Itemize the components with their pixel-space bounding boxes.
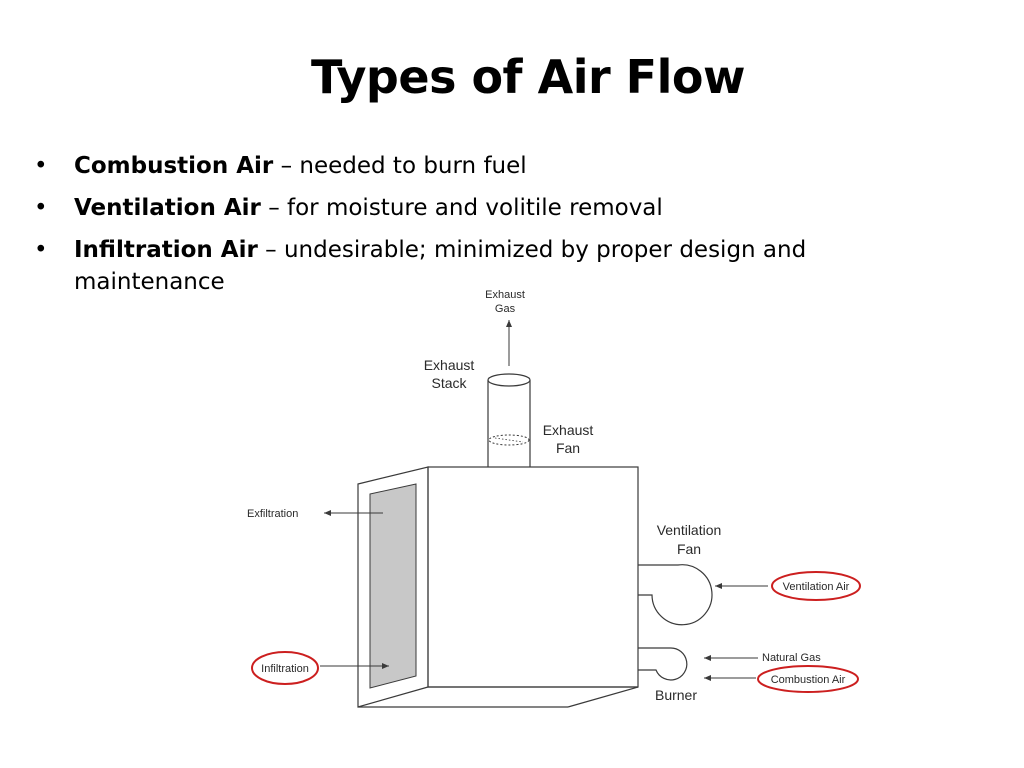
label-exhaust-stack-line1: Exhaust xyxy=(424,357,475,373)
bullet-term: Ventilation Air xyxy=(74,195,261,221)
label-infiltration: Infiltration xyxy=(261,663,309,675)
diagram-background xyxy=(238,280,862,718)
bullet-combustion-air: Combustion Air – needed to burn fuel xyxy=(34,150,934,182)
label-ventilation-fan-line1: Ventilation xyxy=(657,522,722,538)
ventilation-air-highlight xyxy=(771,571,861,601)
stack-top-opening xyxy=(487,373,531,387)
exhaust-fan-blade xyxy=(494,437,524,443)
slide-title: Types of Air Flow xyxy=(311,50,745,104)
bullet-separator: – xyxy=(260,195,288,221)
building-bottom-corner xyxy=(567,686,639,708)
label-exfiltration: Exfiltration xyxy=(247,508,298,520)
ventilation-fan-icon xyxy=(638,564,713,626)
air-flow-diagram: Exhaust Gas Exhaust Stack Exhaust Fan Ex… xyxy=(238,280,862,718)
label-ventilation-air: Ventilation Air xyxy=(783,581,850,593)
label-ventilation-fan-line2: Fan xyxy=(677,541,701,557)
bullet-list: Combustion Air – needed to burn fuel Ven… xyxy=(34,150,934,308)
label-exhaust-gas-line1: Exhaust xyxy=(485,289,525,301)
bullet-infiltration-air: Infiltration Air – undesirable; minimize… xyxy=(34,234,934,298)
bullet-description: undesirable; minimized by proper design … xyxy=(74,237,807,295)
label-natural-gas: Natural Gas xyxy=(762,652,821,664)
burner-icon xyxy=(638,647,688,681)
exhaust-fan-icon xyxy=(488,434,530,446)
bullet-separator: – xyxy=(257,237,284,263)
label-exhaust-stack-line2: Stack xyxy=(431,375,467,391)
building-box xyxy=(357,466,639,708)
bullet-description: needed to burn fuel xyxy=(299,153,527,179)
door-panel xyxy=(369,483,417,689)
bullet-term: Combustion Air xyxy=(74,153,274,179)
infiltration-highlight xyxy=(251,651,319,685)
bullet-separator: – xyxy=(273,153,300,179)
bullet-description: for moisture and volitile removal xyxy=(287,195,663,221)
label-combustion-air: Combustion Air xyxy=(771,674,846,686)
bullet-ventilation-air: Ventilation Air – for moisture and volit… xyxy=(34,192,934,224)
label-exhaust-gas-line2: Gas xyxy=(495,303,516,315)
label-exhaust-fan-line2: Fan xyxy=(556,440,580,456)
bullet-term: Infiltration Air xyxy=(74,237,258,263)
label-exhaust-fan-line1: Exhaust xyxy=(543,422,594,438)
label-burner: Burner xyxy=(655,687,697,703)
combustion-air-highlight xyxy=(757,665,859,693)
exhaust-stack xyxy=(487,373,531,467)
